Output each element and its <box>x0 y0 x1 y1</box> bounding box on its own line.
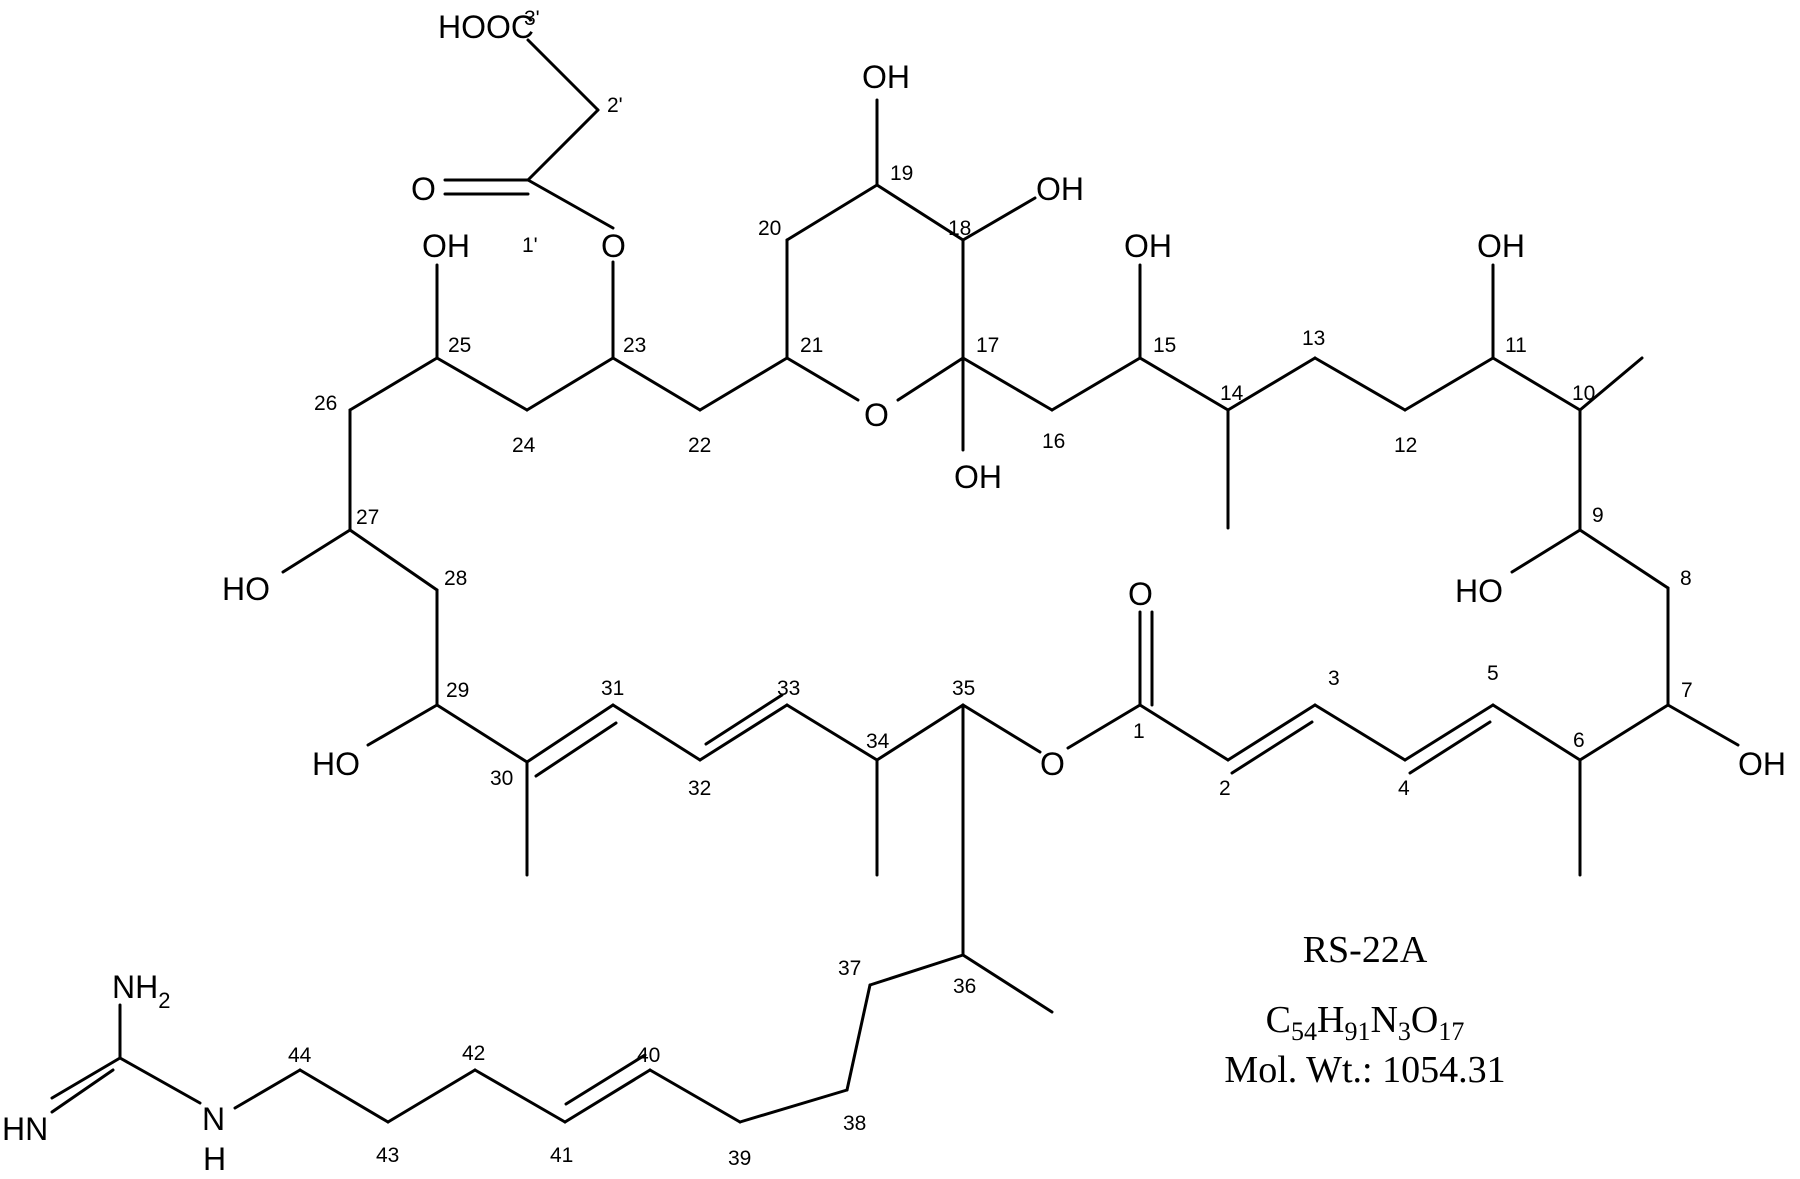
position-9: 9 <box>1592 504 1604 527</box>
position-34: 34 <box>866 730 890 753</box>
position-38: 38 <box>843 1112 866 1135</box>
hydroxyl-c7: OH <box>1738 746 1786 782</box>
position-18: 18 <box>948 217 971 240</box>
position-40: 40 <box>637 1044 660 1067</box>
position-7: 7 <box>1681 679 1693 702</box>
hydroxyl-c11: OH <box>1477 228 1525 264</box>
position-19: 19 <box>890 162 913 185</box>
compound-info: RS-22A C54H91N3O17 Mol. Wt.: 1054.31 <box>1224 929 1505 1091</box>
position-39: 39 <box>728 1147 751 1170</box>
nh-hydrogen: H <box>203 1141 226 1177</box>
position-2-prime: 2' <box>607 94 623 117</box>
nh-nitrogen: N <box>202 1101 225 1137</box>
position-26: 26 <box>314 392 337 415</box>
position-22: 22 <box>688 434 711 457</box>
hydroxyl-c9: HO <box>1455 573 1503 609</box>
position-27: 27 <box>356 506 379 529</box>
position-43: 43 <box>376 1144 399 1167</box>
imino-group: HN <box>2 1111 48 1147</box>
position-15: 15 <box>1153 334 1176 357</box>
position-2: 2 <box>1219 777 1231 800</box>
hydroxyl-c25: OH <box>422 228 470 264</box>
hydroxyl-c15: OH <box>1124 228 1172 264</box>
compound-name: RS-22A <box>1303 929 1428 971</box>
position-36: 36 <box>953 975 976 998</box>
position-10: 10 <box>1572 382 1595 405</box>
bonds <box>50 38 1740 1124</box>
position-21: 21 <box>800 334 823 357</box>
amino-group: NH2 <box>112 969 170 1013</box>
hydroxyl-c27: HO <box>222 571 270 607</box>
position-29: 29 <box>446 679 469 702</box>
position-3: 3 <box>1328 667 1340 690</box>
position-42: 42 <box>462 1042 485 1065</box>
position-25: 25 <box>448 334 471 357</box>
position-32: 32 <box>688 777 711 800</box>
position-41: 41 <box>550 1144 573 1167</box>
ring-oxygen: O <box>864 397 889 433</box>
position-37: 37 <box>838 957 861 980</box>
position-13: 13 <box>1302 327 1325 350</box>
position-6: 6 <box>1573 729 1585 752</box>
position-14: 14 <box>1220 382 1244 405</box>
position-1-prime: 1' <box>522 234 538 257</box>
position-3-prime: 3' <box>524 7 540 30</box>
position-28: 28 <box>444 567 467 590</box>
hydroxyl-c17: OH <box>954 459 1002 495</box>
hydroxyl-c29: HO <box>312 746 360 782</box>
position-12: 12 <box>1394 434 1417 457</box>
ester-oxygen: O <box>601 228 626 264</box>
position-23: 23 <box>623 334 646 357</box>
position-33: 33 <box>777 677 800 700</box>
position-31: 31 <box>601 677 624 700</box>
position-30: 30 <box>490 767 513 790</box>
position-11: 11 <box>1505 334 1527 357</box>
position-24: 24 <box>512 434 536 457</box>
hydroxyl-c18: OH <box>1036 171 1084 207</box>
molecular-formula: C54H91N3O17 <box>1266 999 1465 1046</box>
lactone-oxygen: O <box>1040 746 1065 782</box>
position-5: 5 <box>1487 662 1499 685</box>
ester-carbonyl-oxygen: O <box>411 171 436 207</box>
position-1: 1 <box>1133 720 1145 743</box>
position-16: 16 <box>1042 430 1065 453</box>
position-44: 44 <box>288 1044 312 1067</box>
position-numbers: 1 2 3 4 5 6 7 8 9 10 11 12 13 14 15 16 1… <box>288 7 1693 1170</box>
position-8: 8 <box>1680 567 1692 590</box>
position-35: 35 <box>952 677 975 700</box>
carbonyl-oxygen-c1: O <box>1128 576 1153 612</box>
hydroxyl-c19: OH <box>862 59 910 95</box>
position-20: 20 <box>758 217 781 240</box>
hooc-group: HOOC <box>438 9 534 45</box>
molecular-weight: Mol. Wt.: 1054.31 <box>1224 1049 1505 1091</box>
position-17: 17 <box>976 334 999 357</box>
atom-labels: HOOC O O OH HO HO O OH OH OH OH OH HO OH… <box>2 9 1786 1177</box>
position-4: 4 <box>1398 777 1410 800</box>
